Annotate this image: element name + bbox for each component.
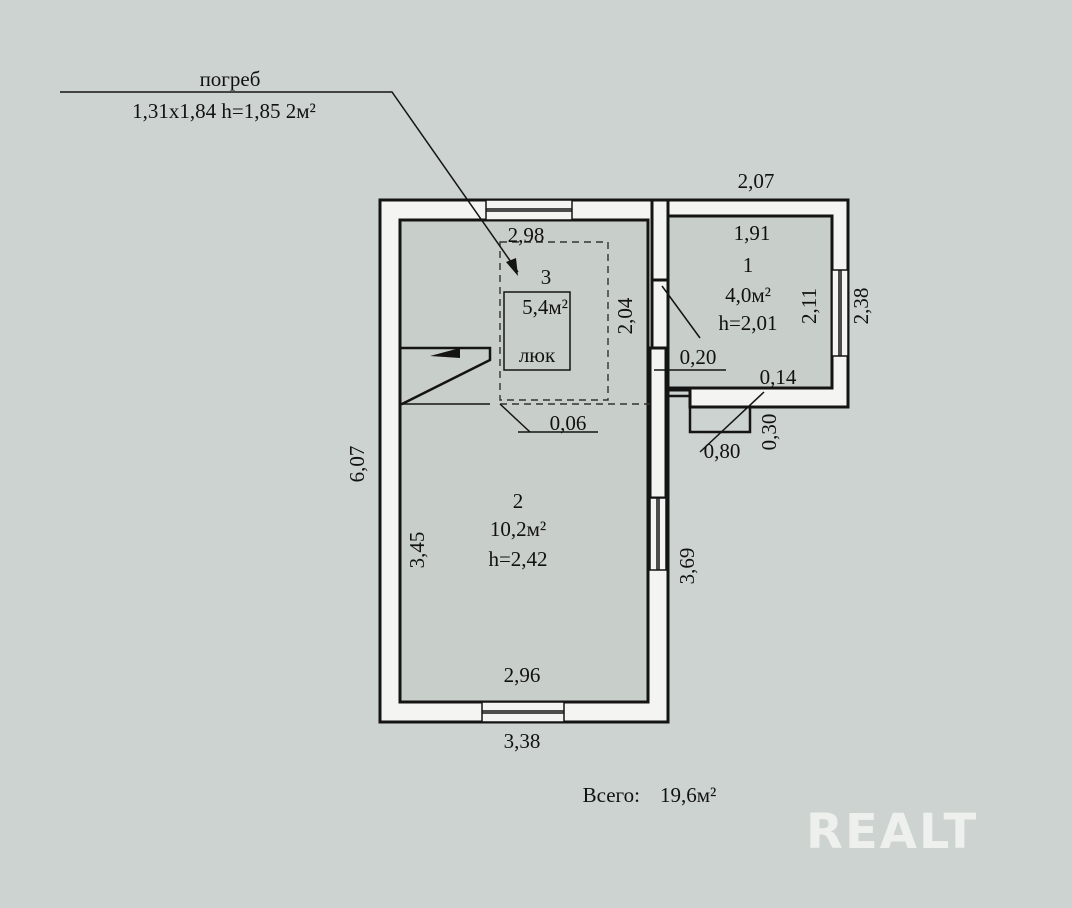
right-window bbox=[649, 497, 667, 571]
dim-porch-width: 0,80 bbox=[704, 439, 741, 463]
room3-area: 5,4м² bbox=[522, 295, 568, 319]
total-value: 19,6м² bbox=[660, 783, 716, 807]
cellar-leader-line bbox=[60, 91, 519, 273]
dim-partition-gap: 0,20 bbox=[680, 345, 717, 369]
annex-walls bbox=[650, 198, 850, 409]
room3-number: 3 bbox=[541, 265, 552, 289]
room2-height: h=2,42 bbox=[488, 547, 547, 571]
cellar-spec: 1,31х1,84 h=1,85 2м² bbox=[132, 99, 316, 123]
dim-partition-small: 0,06 bbox=[550, 411, 587, 435]
porch-step bbox=[668, 394, 752, 434]
dim-room3-top: 2,98 bbox=[508, 223, 545, 247]
annex-window bbox=[831, 269, 849, 357]
dim-room3-side: 2,04 bbox=[613, 297, 637, 334]
dim-left-outer: 6,07 bbox=[345, 446, 369, 483]
dim-annex-inner-top: 1,91 bbox=[734, 221, 771, 245]
staircase bbox=[400, 346, 492, 406]
room1-height: h=2,01 bbox=[718, 311, 777, 335]
dim-top-annex: 2,07 bbox=[738, 169, 775, 193]
dim-bottom-outer: 3,38 bbox=[504, 729, 541, 753]
cellar-name: погреб bbox=[200, 67, 261, 91]
cellar-outline bbox=[499, 241, 609, 401]
main-building-walls bbox=[378, 198, 670, 724]
leader-arrowhead-icon bbox=[506, 258, 518, 276]
hatch-frame bbox=[503, 291, 571, 371]
partition-wall-vertical bbox=[650, 198, 670, 282]
realt-logo: REALT bbox=[806, 804, 978, 860]
dim-annex-outer-side: 2,38 bbox=[849, 288, 873, 325]
dim-porch-top: 0,14 bbox=[760, 365, 797, 389]
room2-number: 2 bbox=[513, 489, 524, 513]
dim-porch-depth: 0,30 bbox=[757, 414, 781, 451]
room1-area: 4,0м² bbox=[725, 283, 771, 307]
dim-bottom-inner: 2,96 bbox=[504, 663, 541, 687]
dim-right-lower: 3,69 bbox=[675, 548, 699, 585]
dim-left-inner: 3,45 bbox=[405, 532, 429, 569]
room3-hatch: люк bbox=[519, 343, 556, 367]
room2-area: 10,2м² bbox=[490, 517, 546, 541]
top-window bbox=[485, 199, 573, 221]
stair-arrow-icon bbox=[430, 348, 460, 358]
bottom-window bbox=[481, 701, 565, 723]
dim-annex-inner-side: 2,11 bbox=[797, 288, 821, 324]
total-label: Всего: bbox=[583, 783, 640, 807]
room1-number: 1 bbox=[743, 253, 754, 277]
